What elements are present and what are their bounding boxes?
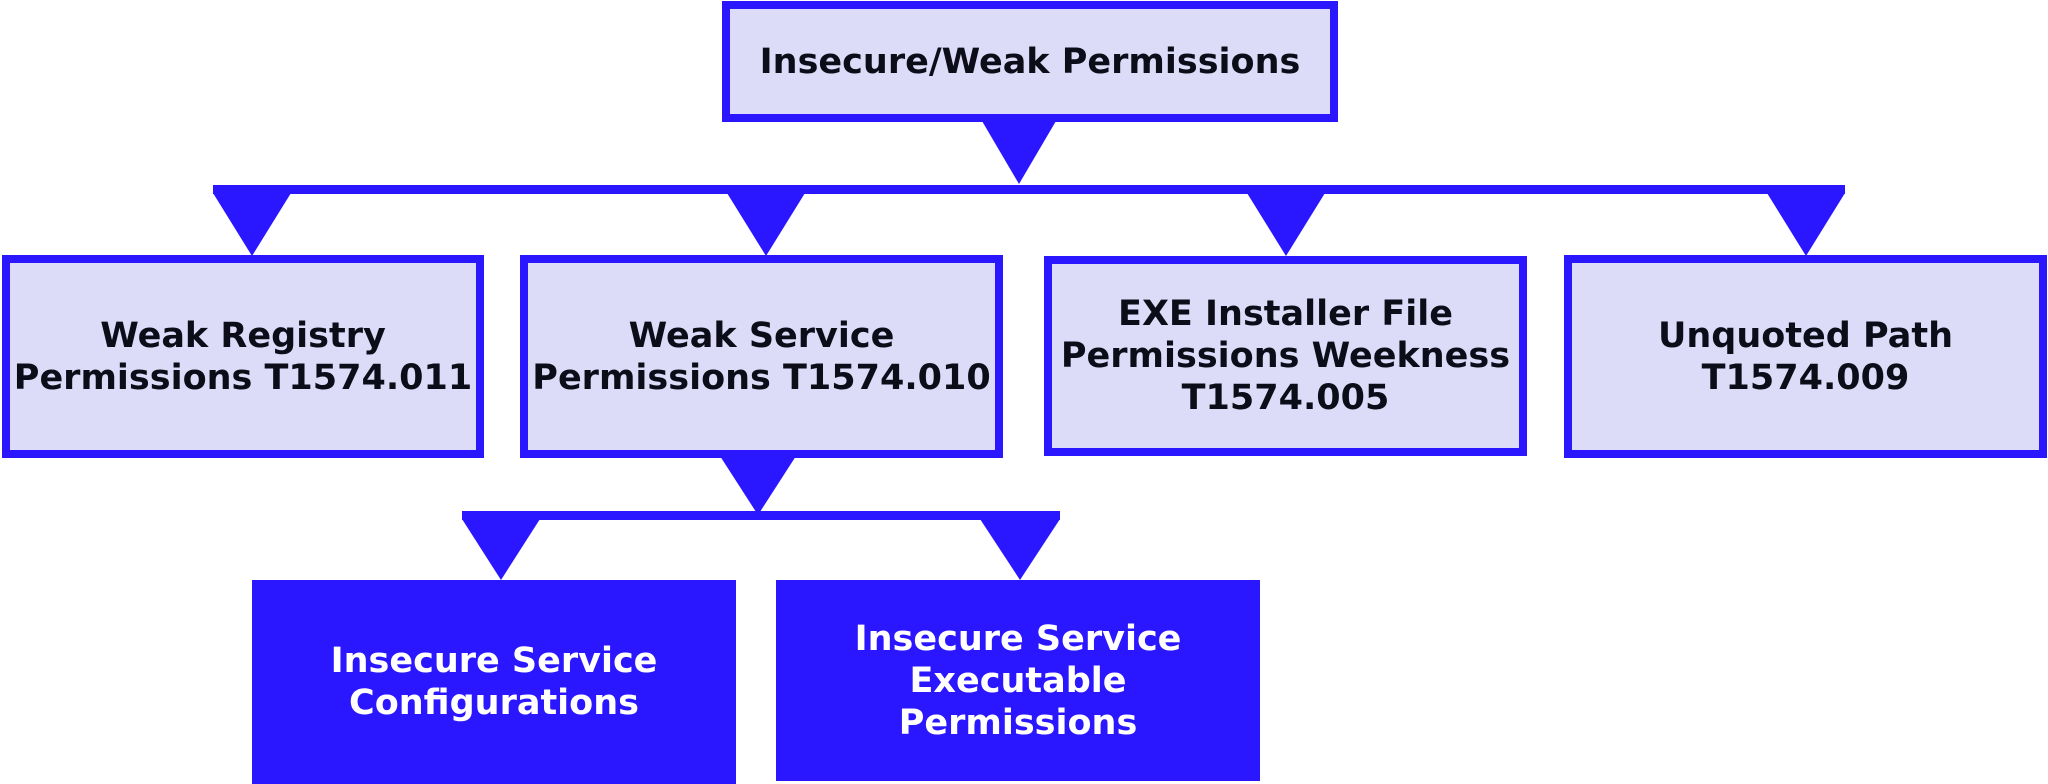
node-label-line: Insecure Service: [330, 641, 658, 681]
bottom-connector-bar: [462, 511, 1060, 520]
node-insecure-service-configurations: Insecure Service Configurations: [252, 580, 736, 784]
node-label-line: EXE Installer File: [1118, 294, 1453, 334]
node-label-line: Permissions T1574.010: [532, 357, 991, 398]
child-arrow-4: [1767, 193, 1845, 256]
child-arrow-3: [1247, 193, 1325, 256]
node-label-line: Weak Service: [628, 315, 895, 356]
node-label-line: Executable: [909, 660, 1127, 701]
node-weak-service-permissions: Weak Service Permissions T1574.010: [520, 255, 1003, 458]
child-arrow-1: [213, 193, 291, 256]
node-insecure-service-executable-permissions: Insecure Service Executable Permissions: [776, 580, 1260, 781]
node-label-line: Insecure Service: [854, 618, 1182, 659]
node-label-line: T1574.009: [1701, 357, 1910, 398]
grandchild-arrow-2: [980, 519, 1060, 580]
node-unquoted-path: Unquoted Path T1574.009: [1564, 255, 2047, 458]
child-arrow-2: [727, 193, 805, 256]
node-label-line: Weak Registry: [100, 315, 386, 356]
node-label-line: T1574.005: [1181, 378, 1390, 418]
root-node-insecure-weak-permissions: Insecure/Weak Permissions: [722, 1, 1338, 122]
node-label-line: Permissions T1574.011: [13, 357, 473, 398]
service-down-arrow: [720, 456, 796, 515]
node-label-line: Permissions Weekness: [1060, 336, 1511, 376]
node-exe-installer-file-permissions: EXE Installer File Permissions Weekness …: [1044, 256, 1527, 456]
node-label-line: Unquoted Path: [1657, 315, 1954, 356]
node-weak-registry-permissions: Weak Registry Permissions T1574.011: [2, 255, 484, 458]
node-label-line: Permissions: [898, 702, 1138, 743]
top-connector-bar: [213, 185, 1845, 194]
grandchild-arrow-1: [462, 519, 540, 580]
node-label-line: Configurations: [349, 683, 639, 723]
node-label-line: Insecure/Weak Permissions: [759, 41, 1301, 82]
root-down-arrow: [982, 121, 1056, 184]
